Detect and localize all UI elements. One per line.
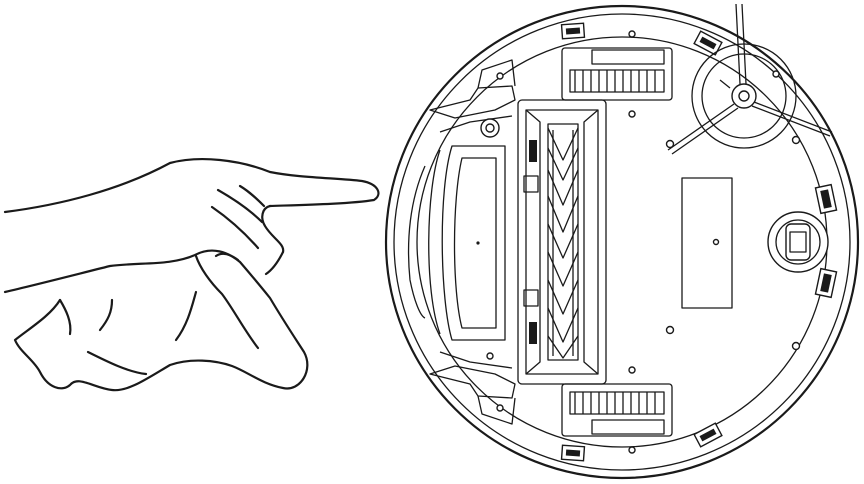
- charging-contact-housing: [441, 145, 506, 341]
- side-brush: [667, 3, 833, 155]
- robot-vacuum-underside: [384, 3, 860, 480]
- cloth-outline: [3, 249, 309, 392]
- charging-contact-housing-inner: [453, 157, 497, 329]
- front-bumper: [407, 165, 426, 319]
- front-bumper-inner: [428, 149, 441, 335]
- cloth-fold: [174, 290, 198, 342]
- screw: [496, 404, 504, 412]
- robot-outer-shell: [384, 4, 860, 480]
- cloth-fold: [194, 254, 260, 350]
- brush-cover-clip: [529, 322, 537, 344]
- roller-brush: [547, 123, 579, 361]
- finger-crease: [216, 188, 264, 224]
- screw: [628, 366, 636, 374]
- cliff-sensor: [814, 267, 838, 299]
- left-wheel-bracket-top: [429, 85, 516, 119]
- screw: [791, 135, 801, 145]
- screw: [791, 341, 801, 351]
- robot-inner-rim: [393, 13, 851, 471]
- drive-wheel-top: [561, 47, 673, 101]
- caster-wheel: [767, 211, 829, 273]
- product-label-panel: [681, 177, 733, 309]
- drive-wheel-bottom: [561, 383, 673, 437]
- hand-with-cloth: [3, 158, 380, 392]
- screw: [480, 118, 500, 138]
- cloth-fold: [58, 298, 72, 336]
- screw: [628, 30, 636, 38]
- screw: [665, 325, 675, 335]
- screw: [486, 352, 494, 360]
- cliff-sensor: [560, 22, 586, 40]
- screw: [772, 70, 780, 78]
- index-finger-outline: [3, 158, 380, 214]
- main-brush-compartment: [517, 99, 607, 385]
- cliff-sensor: [693, 30, 723, 56]
- cliff-sensor: [814, 183, 838, 215]
- cloth-fold: [86, 350, 148, 376]
- brush-cover-clip: [529, 140, 537, 162]
- screw: [628, 446, 636, 454]
- finger-underside: [261, 204, 285, 254]
- cliff-sensor: [693, 422, 723, 448]
- finger-crease: [238, 184, 266, 208]
- screw: [628, 110, 636, 118]
- screw: [496, 72, 504, 80]
- cloth-fold: [214, 252, 240, 262]
- cloth-fold: [98, 298, 114, 332]
- cliff-sensor: [560, 444, 586, 462]
- palm-edge: [264, 250, 285, 276]
- screw: [665, 139, 675, 149]
- finger-crease: [210, 205, 260, 250]
- left-wheel-bracket-bottom: [429, 365, 516, 399]
